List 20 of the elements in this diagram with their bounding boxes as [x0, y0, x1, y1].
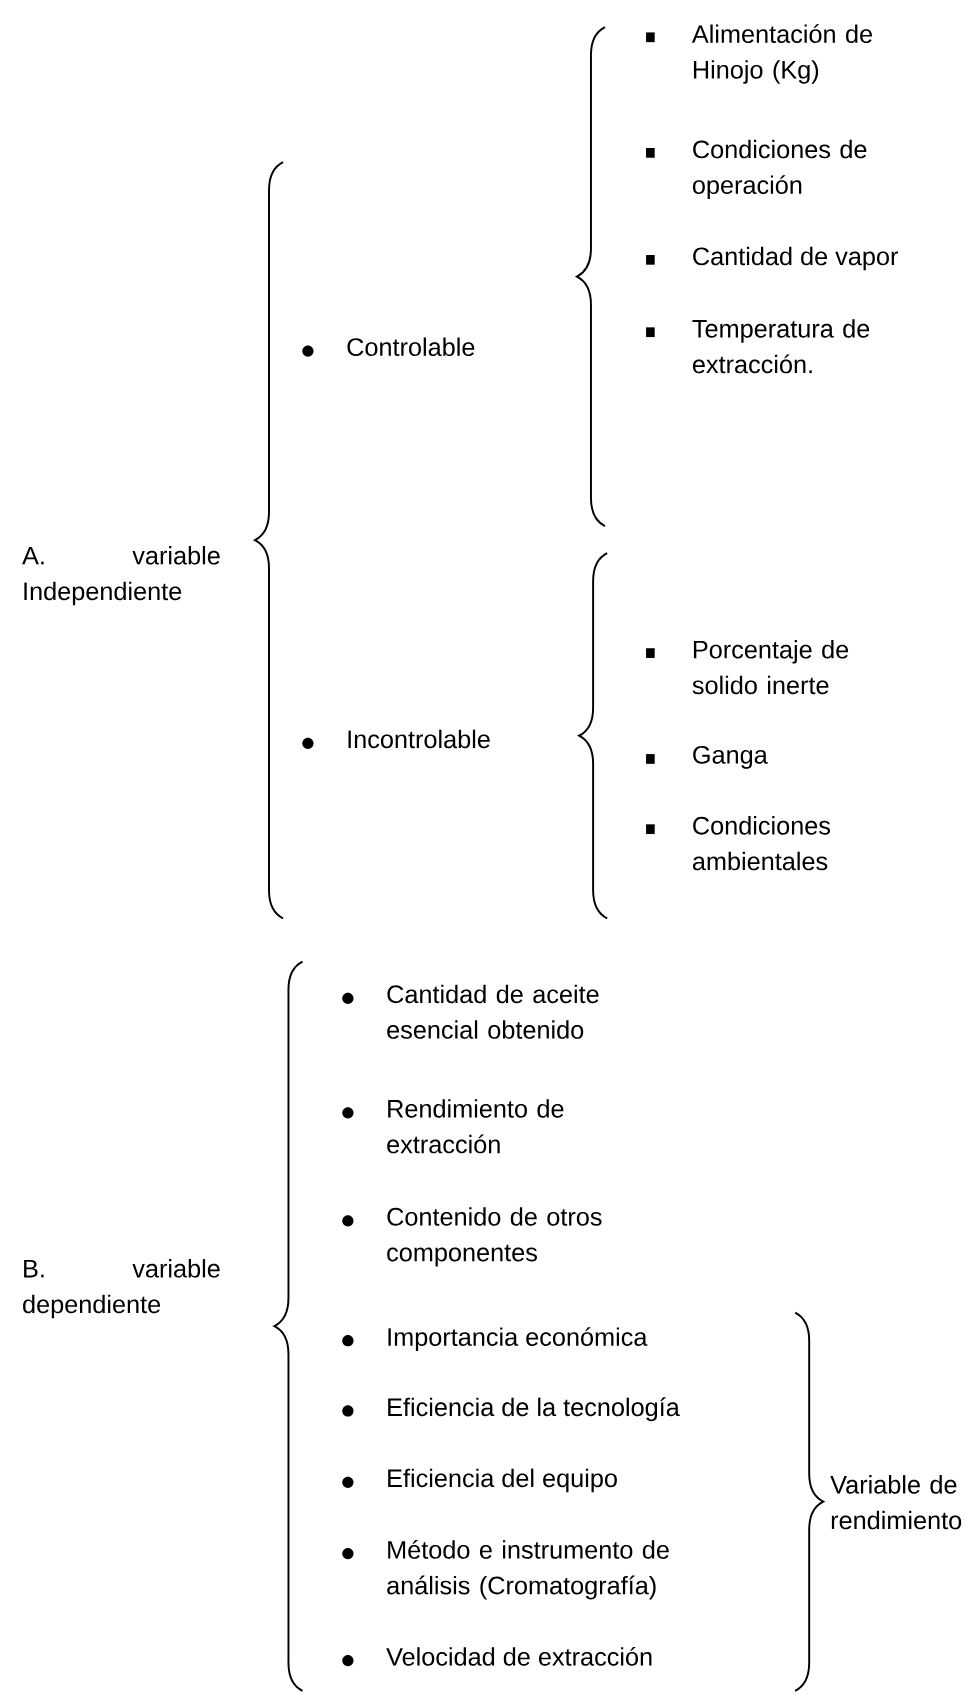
list-item: Alimentación de Hinojo (Kg)	[691, 24, 872, 84]
list-item: Condiciones de operación	[692, 139, 867, 200]
list-item: Eficiencia de la tecnología	[388, 1397, 680, 1422]
heading-text: B. variable dependiente	[23, 1259, 220, 1319]
list-item: Condiciones ambientales	[692, 816, 831, 871]
list-item: Porcentaje de solido inerte	[692, 640, 849, 695]
list-item: Cantidad de aceite esencial obtenido	[387, 984, 599, 1039]
list-item: Cantidad de vapor	[693, 246, 898, 271]
list-item: Método e instrumento de análisis (Cromatografía)	[387, 1539, 669, 1600]
list-item: Temperatura de extracción.	[692, 319, 870, 374]
list-item: Rendimiento de extracción	[387, 1099, 564, 1154]
label-text: Variable de rendimiento	[830, 1475, 962, 1530]
list-item: Contenido de otros componentes	[387, 1207, 602, 1267]
list-item: Ganga	[693, 745, 768, 769]
list-item: Controlable	[347, 337, 475, 357]
list-item: Importancia económica	[388, 1327, 648, 1351]
list-item: Eficiencia del equipo	[388, 1468, 617, 1493]
list-item: Incontrolable	[348, 729, 490, 749]
heading-text: A. variable Independiente	[22, 546, 220, 606]
list-item: Velocidad de extracción	[386, 1646, 652, 1666]
